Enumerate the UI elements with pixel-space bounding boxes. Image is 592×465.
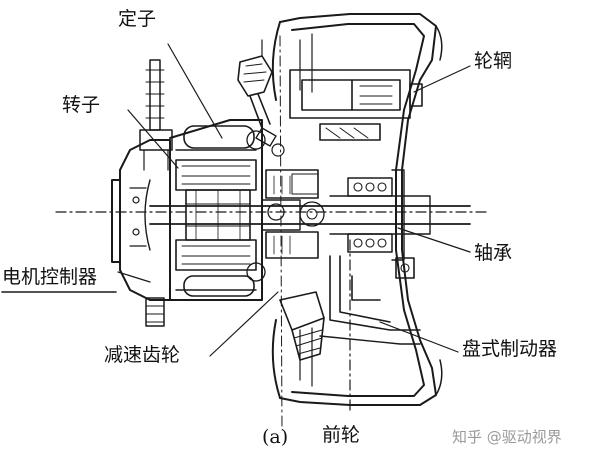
- leader-lines: [55, 35, 491, 431]
- bottom-left-screw: [145, 297, 165, 327]
- motor-controller-label: 电机控制器: [2, 266, 98, 288]
- wheel-rim: [271, 13, 443, 406]
- controller-connector: [139, 59, 173, 171]
- caliper-housing: [289, 69, 423, 141]
- disc-brake-label: 盘式制动器: [462, 338, 558, 360]
- stator: [175, 125, 257, 297]
- bearing-label: 轴承: [474, 242, 513, 264]
- reduction-gears: [246, 130, 325, 282]
- watermark: 知乎 @驱动视界: [452, 428, 562, 446]
- stator-label: 定子: [118, 8, 157, 30]
- disc-brake: [319, 255, 421, 345]
- rotor: [185, 189, 251, 241]
- motor-housing: [111, 119, 263, 301]
- top-bolt: [237, 39, 277, 147]
- bearings: [347, 169, 405, 261]
- caption-marker: (a): [262, 426, 289, 448]
- bottom-bolt: [279, 291, 325, 361]
- caption-text: 前轮: [322, 424, 361, 446]
- rotor-label: 转子: [62, 94, 101, 116]
- reducer-gear-label: 减速齿轮: [104, 344, 181, 366]
- rim-label: 轮辋: [474, 50, 513, 72]
